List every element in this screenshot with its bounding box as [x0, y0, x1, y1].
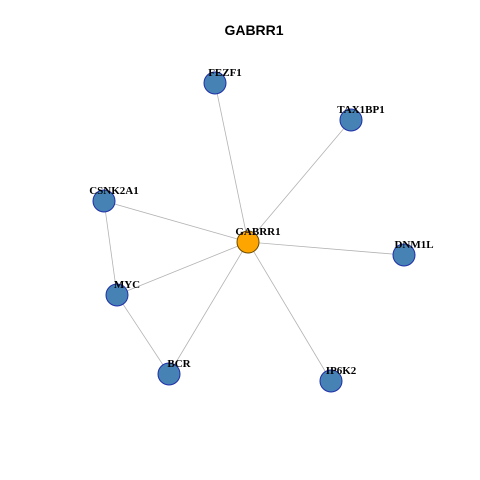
node-gabrr1 [236, 230, 260, 254]
edge-gabrr1-bcr [168, 241, 249, 375]
node-fezf1 [203, 71, 227, 95]
diagram-title: GABRR1 [224, 22, 283, 38]
node-label-bcr: BCR [167, 358, 191, 370]
edge-myc-bcr [116, 294, 170, 375]
node-layer [92, 71, 416, 393]
node-bcr [157, 362, 181, 386]
edge-gabrr1-myc [116, 241, 249, 296]
edge-gabrr1-fezf1 [214, 82, 249, 243]
node-tax1bp1 [339, 108, 363, 132]
edge-gabrr1-ip6k2 [247, 241, 332, 382]
edge-csnk2a1-myc [103, 200, 118, 296]
node-label-dnm1l: DNM1L [394, 239, 433, 251]
node-ip6k2 [319, 369, 343, 393]
node-label-fezf1: FEZF1 [208, 67, 242, 79]
node-csnk2a1 [92, 189, 116, 213]
edge-gabrr1-csnk2a1 [103, 200, 249, 243]
edge-gabrr1-dnm1l [247, 241, 405, 256]
edge-gabrr1-tax1bp1 [247, 119, 352, 243]
node-label-gabrr1: GABRR1 [235, 226, 280, 238]
node-label-tax1bp1: TAX1BP1 [337, 104, 384, 116]
node-dnm1l [392, 243, 416, 267]
node-label-csnk2a1: CSNK2A1 [89, 185, 139, 197]
node-label-ip6k2: IP6K2 [326, 365, 357, 377]
edge-layer [103, 82, 405, 382]
node-myc [105, 283, 129, 307]
node-label-myc: MYC [114, 279, 140, 291]
